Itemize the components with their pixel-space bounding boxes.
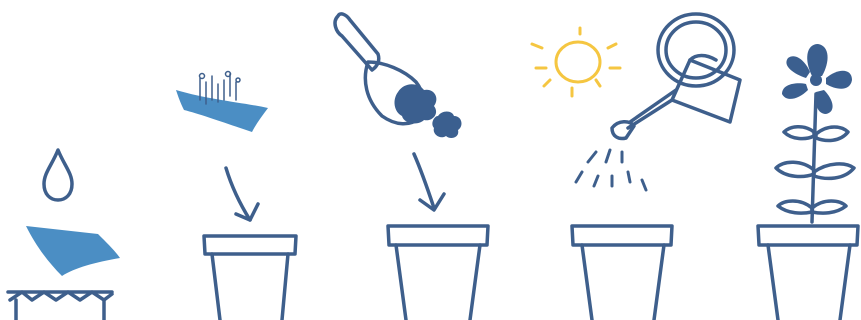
flower-pot-icon	[572, 226, 672, 320]
step-sun-and-water	[532, 14, 740, 320]
flower-pot-icon	[388, 226, 488, 320]
seed-paper-icon	[176, 72, 268, 133]
sun-icon	[532, 28, 620, 96]
wet-paper-icon	[26, 226, 120, 276]
water-bowl-icon	[8, 292, 112, 320]
down-arrow-icon	[226, 168, 258, 220]
flower-pot-icon	[758, 226, 858, 320]
water-drop-icon	[44, 150, 72, 200]
step-place-seed-paper	[176, 72, 296, 320]
water-drops-icon	[576, 150, 646, 190]
step-flower-grows	[758, 44, 858, 320]
flower-pot-icon	[204, 236, 296, 320]
step-soak-paper	[8, 150, 120, 320]
down-arrow-icon	[414, 154, 444, 210]
flower-icon	[776, 44, 854, 222]
step-cover-with-soil	[335, 14, 488, 320]
watering-can-icon	[612, 14, 740, 139]
soil-clump-icon	[395, 84, 462, 138]
